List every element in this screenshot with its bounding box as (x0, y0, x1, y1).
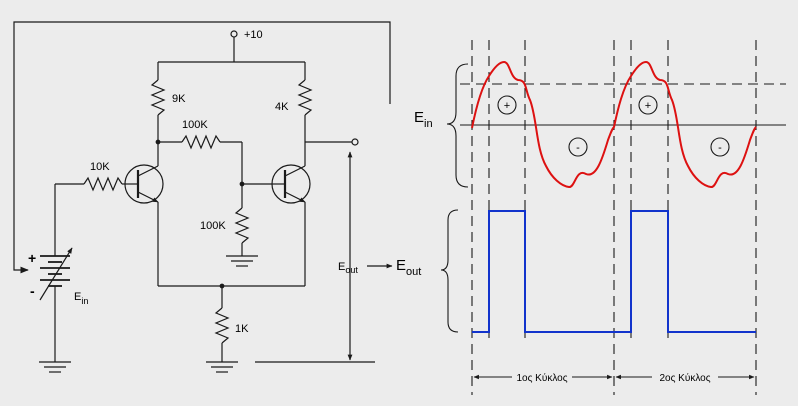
supply-terminal (230, 30, 238, 38)
resistor-100k-bias (234, 207, 250, 244)
resistor-4k (297, 79, 313, 116)
r100k-feedback-label: 100K (182, 119, 208, 131)
source-minus: - (30, 283, 35, 299)
r100k-bias-label: 100K (200, 220, 226, 232)
circuit-eout-label: Eout (338, 261, 358, 275)
output-waveform (472, 210, 756, 333)
eout-brace (440, 209, 459, 333)
ground-bias (226, 255, 258, 267)
ground-source (39, 361, 71, 373)
ground-emitter (206, 361, 238, 373)
negative-sign-1: - (576, 142, 580, 154)
resistor-10k (83, 176, 123, 192)
positive-sign-1: + (504, 100, 510, 112)
variable-voltage-source (39, 240, 73, 362)
waveform-ein-label: Ein (414, 109, 433, 130)
circuit (13, 21, 393, 373)
cycle2-label-bg (652, 369, 718, 384)
output-terminal (351, 138, 359, 146)
input-waveform (471, 60, 757, 188)
resistor-100k-feedback (181, 134, 221, 150)
waveform-panel (440, 40, 786, 395)
cycle1-label-bg (512, 369, 572, 384)
r10k-label: 10K (90, 161, 110, 173)
resistor-9k (150, 79, 166, 116)
negative-sign-2: - (718, 142, 722, 154)
r1k-label: 1K (235, 323, 249, 335)
supply-label: +10 (244, 29, 263, 41)
r9k-label: 9K (172, 93, 186, 105)
source-plus: + (28, 250, 36, 266)
cycle1-label: 1ος Κύκλος (516, 372, 567, 384)
resistor-1k (214, 307, 230, 344)
input-feedback-wire (13, 21, 391, 274)
positive-sign-2: + (645, 100, 651, 112)
ein-brace (446, 63, 469, 188)
r4k-label: 4K (275, 101, 289, 113)
source-ein-label: Ein (74, 291, 88, 306)
cycle2-label: 2ος Κύκλος (659, 372, 710, 384)
waveform-eout-label: Eout (396, 257, 421, 278)
